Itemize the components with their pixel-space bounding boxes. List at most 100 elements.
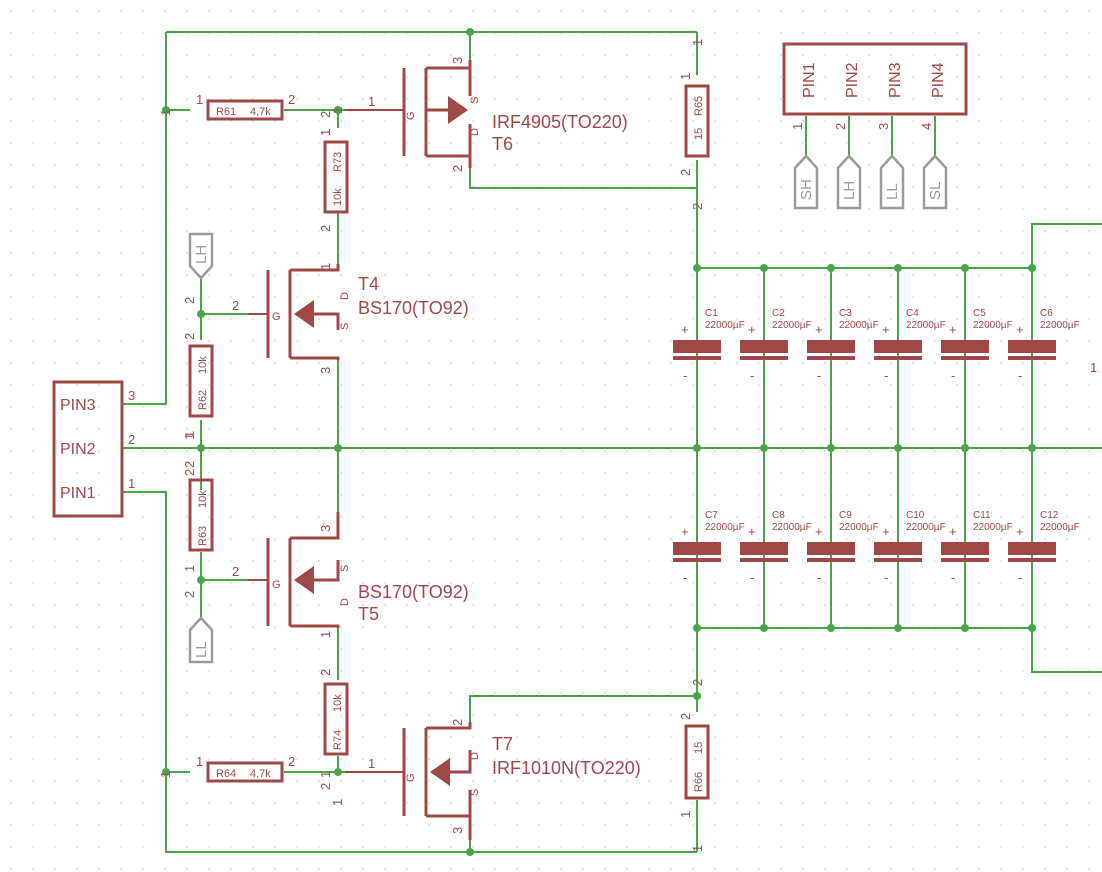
svg-text:2: 2	[182, 469, 197, 476]
svg-text:2: 2	[288, 92, 295, 107]
left-connector-pin3-number: 3	[128, 388, 135, 403]
left-connector-pin3-label: PIN3	[60, 397, 96, 414]
svg-text:2: 2	[450, 719, 465, 726]
svg-text:R74: R74	[332, 730, 344, 750]
svg-text:D: D	[469, 752, 481, 760]
capacitor-value: 22000µF	[772, 320, 812, 331]
t7-ref: T7	[492, 734, 513, 754]
top-connector: PIN1 PIN2 PIN3 PIN4 1 2 3 4	[782, 42, 968, 130]
svg-text:R63: R63	[197, 526, 209, 546]
svg-text:10k: 10k	[332, 694, 344, 712]
svg-text:2: 2	[232, 298, 239, 313]
flag-t5-gate-ll: LL	[193, 641, 210, 658]
svg-text:2: 2	[450, 165, 465, 172]
capacitor-plus: +	[681, 322, 689, 337]
capacitor-minus: -	[750, 368, 754, 383]
capacitor-plus: +	[1016, 524, 1024, 539]
edge-label: 1	[1090, 360, 1097, 375]
capacitor-plus: +	[748, 524, 756, 539]
capacitor-plus: +	[882, 322, 890, 337]
svg-text:10k: 10k	[197, 356, 209, 374]
capacitor-ref: C3	[839, 308, 852, 319]
svg-text:2: 2	[182, 461, 197, 468]
t7-value: IRF1010N(TO220)	[492, 758, 641, 778]
svg-text:4,7k: 4,7k	[250, 106, 271, 118]
capacitor-value: 22000µF	[1040, 522, 1080, 533]
capacitor-ref: C12	[1040, 510, 1059, 521]
capacitor-plus: +	[1016, 322, 1024, 337]
capacitor-ref: C9	[839, 510, 852, 521]
transistor-t6: 1 3 2 G S D IRF4905(TO220) T6	[345, 57, 628, 172]
transistor-t7: 1 2 3 G D S T7 IRF1010N(TO220)	[345, 719, 641, 840]
resistor-r74: R74 10k 2 1	[318, 669, 349, 778]
svg-text:2: 2	[182, 297, 197, 304]
svg-text:R61: R61	[216, 106, 236, 118]
svg-text:1: 1	[318, 263, 333, 270]
svg-text:4,7k: 4,7k	[250, 768, 271, 780]
flag-sl: SL	[927, 182, 944, 200]
svg-text:1: 1	[318, 631, 333, 638]
t5-value: BS170(TO92)	[358, 582, 469, 602]
capacitor-value: 22000µF	[973, 320, 1013, 331]
flag-lh: LH	[841, 181, 858, 200]
left-connector-pin1-number: 1	[128, 476, 135, 491]
capacitor-ref: C4	[906, 308, 919, 319]
capacitor-ref: C8	[772, 510, 785, 521]
capacitor-bank-bottom: C722000µF+-C822000µF+-C922000µF+-C102200…	[673, 510, 1080, 585]
capacitor-value: 22000µF	[705, 522, 745, 533]
t4-value: BS170(TO92)	[358, 298, 469, 318]
junctions	[162, 28, 1036, 856]
t5-ref: T5	[358, 604, 379, 624]
resistor-r64: R64 4,7k 1 2	[196, 754, 295, 783]
svg-text:R66: R66	[693, 772, 705, 792]
svg-text:1: 1	[318, 129, 333, 136]
svg-text:2: 2	[318, 225, 333, 232]
t6-ref: T6	[492, 134, 513, 154]
svg-text:1: 1	[182, 431, 197, 438]
svg-text:1: 1	[158, 771, 173, 778]
capacitor-minus: -	[817, 570, 821, 585]
svg-text:1: 1	[158, 109, 173, 116]
capacitor-ref: C11	[973, 510, 991, 521]
t4-ref: T4	[358, 274, 379, 294]
transistor-t4: 2 1 3 G D S T4 BS170(TO92)	[232, 263, 469, 374]
svg-text:S: S	[469, 789, 481, 796]
top-connector-pin1-label: PIN1	[801, 62, 818, 98]
svg-text:15: 15	[693, 128, 705, 140]
resistor-r66: R66 15 2 1	[678, 713, 710, 818]
svg-text:D: D	[469, 128, 481, 136]
resistor-r73: R73 10k 1 2	[318, 129, 349, 232]
svg-text:S: S	[469, 97, 481, 104]
flag-ll: LL	[884, 183, 901, 200]
capacitor-plus: +	[815, 322, 823, 337]
svg-text:S: S	[339, 565, 351, 572]
svg-text:2: 2	[232, 564, 239, 579]
svg-text:1: 1	[690, 845, 705, 852]
capacitor-plus: +	[949, 322, 957, 337]
svg-text:2: 2	[182, 333, 197, 340]
top-connector-pin4-number: 4	[919, 123, 934, 130]
capacitor-minus: -	[1018, 368, 1022, 383]
svg-text:2: 2	[318, 669, 333, 676]
capacitor-value: 22000µF	[705, 320, 745, 331]
flag-t4-gate-lh: LH	[193, 245, 210, 264]
top-connector-pin4-label: PIN4	[930, 62, 947, 98]
svg-text:2: 2	[182, 591, 197, 598]
transistor-t5: 2 3 1 G S D BS170(TO92) T5	[232, 512, 469, 638]
svg-text:1: 1	[368, 94, 375, 109]
svg-text:2: 2	[318, 783, 333, 790]
svg-text:2: 2	[678, 169, 693, 176]
capacitor-minus: -	[683, 570, 687, 585]
svg-text:1: 1	[182, 565, 197, 572]
capacitor-ref: C1	[705, 308, 718, 319]
top-connector-pin2-number: 2	[833, 123, 848, 130]
capacitor-minus: -	[884, 570, 888, 585]
